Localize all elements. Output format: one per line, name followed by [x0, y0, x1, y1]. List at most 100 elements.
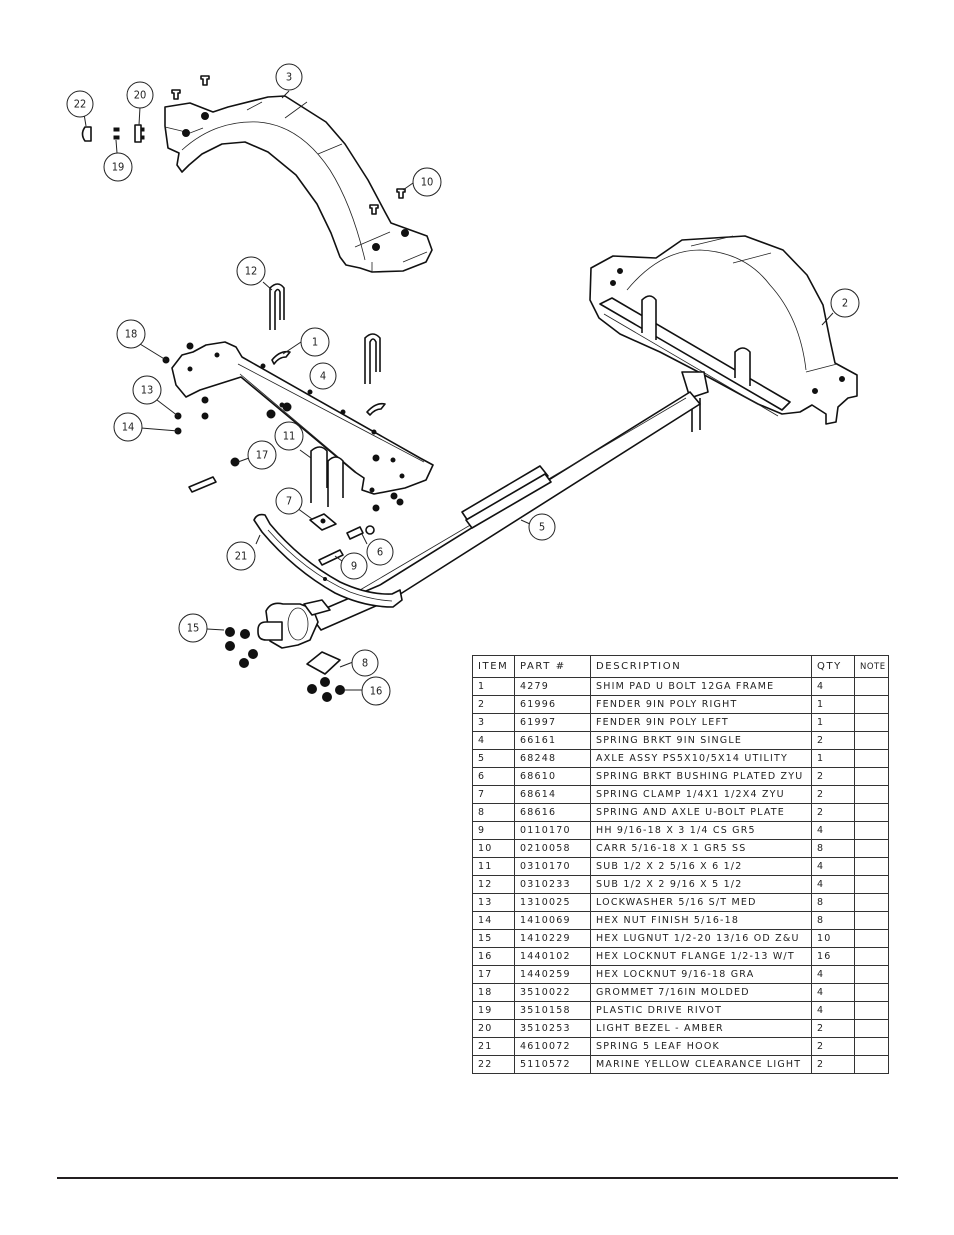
svg-text:17: 17 — [256, 449, 269, 462]
cell-qty: 4 — [811, 821, 855, 840]
cell-note — [854, 965, 889, 984]
cell-part-number: 68610 — [514, 767, 591, 786]
svg-text:7: 7 — [286, 495, 292, 508]
balloon-8: 8 — [351, 649, 379, 677]
cell-description: GROMMET 7/16IN MOLDED — [590, 983, 812, 1002]
cell-note — [854, 911, 889, 930]
cell-item: 4 — [472, 731, 515, 750]
fender-left-part — [164, 95, 433, 273]
header-description: DESCRIPTION — [590, 655, 812, 678]
svg-text:20: 20 — [134, 89, 147, 102]
cell-part-number: 3510158 — [514, 1001, 591, 1020]
svg-text:10: 10 — [421, 176, 434, 189]
balloon-19: 19 — [103, 152, 133, 182]
svg-text:9: 9 — [351, 560, 357, 573]
balloon-17: 17 — [247, 440, 277, 470]
header-item: ITEM — [472, 655, 515, 678]
cell-description: HEX LOCKNUT FLANGE 1/2-13 W/T — [590, 947, 812, 966]
cell-item: 8 — [472, 803, 515, 822]
cell-description: PLASTIC DRIVE RIVOT — [590, 1001, 812, 1020]
cell-note — [854, 875, 889, 894]
cell-qty: 4 — [811, 677, 855, 696]
cell-part-number: 66161 — [514, 731, 591, 750]
cell-item: 9 — [472, 821, 515, 840]
svg-text:22: 22 — [74, 98, 87, 111]
cell-description: LOCKWASHER 5/16 S/T MED — [590, 893, 812, 912]
cell-description: SPRING CLAMP 1/4X1 1/2X4 ZYU — [590, 785, 812, 804]
cell-note — [854, 821, 889, 840]
balloon-12: 12 — [236, 256, 266, 286]
cell-note — [854, 785, 889, 804]
cell-part-number: 68248 — [514, 749, 591, 768]
svg-text:4: 4 — [320, 370, 326, 383]
bom-header-row: ITEM PART # DESCRIPTION QTY NOTE — [472, 655, 889, 678]
cell-qty: 4 — [811, 983, 855, 1002]
svg-text:5: 5 — [539, 521, 545, 534]
balloon-4: 4 — [309, 362, 337, 390]
cell-description: LIGHT BEZEL - AMBER — [590, 1019, 812, 1038]
cell-description: MARINE YELLOW CLEARANCE LIGHT — [590, 1055, 812, 1074]
balloon-3: 3 — [275, 63, 303, 91]
cell-part-number: 68614 — [514, 785, 591, 804]
cell-qty: 2 — [811, 767, 855, 786]
cell-description: HH 9/16-18 X 3 1/4 CS GR5 — [590, 821, 812, 840]
u-bolts — [269, 283, 381, 507]
cell-item: 2 — [472, 695, 515, 714]
svg-text:13: 13 — [141, 384, 154, 397]
cell-item: 22 — [472, 1055, 515, 1074]
cell-item: 13 — [472, 893, 515, 912]
balloon-7: 7 — [275, 487, 303, 515]
cell-item: 10 — [472, 839, 515, 858]
balloon-15: 15 — [178, 613, 208, 643]
axle-part — [257, 391, 701, 649]
svg-text:12: 12 — [245, 265, 258, 278]
cell-part-number: 0310233 — [514, 875, 591, 894]
svg-text:14: 14 — [122, 421, 135, 434]
balloon-13: 13 — [132, 375, 162, 405]
cell-item: 5 — [472, 749, 515, 768]
cell-note — [854, 713, 889, 732]
cell-qty: 1 — [811, 749, 855, 768]
cell-description: SPRING BRKT 9IN SINGLE — [590, 731, 812, 750]
cell-note — [854, 749, 889, 768]
cell-note — [854, 803, 889, 822]
cell-qty: 2 — [811, 1019, 855, 1038]
cell-part-number: 0310170 — [514, 857, 591, 876]
cell-description: SHIM PAD U BOLT 12GA FRAME — [590, 677, 812, 696]
cell-part-number: 4610072 — [514, 1037, 591, 1056]
svg-text:3: 3 — [286, 71, 292, 84]
cell-note — [854, 983, 889, 1002]
cell-part-number: 61997 — [514, 713, 591, 732]
cell-qty: 10 — [811, 929, 855, 948]
svg-text:11: 11 — [283, 430, 296, 443]
cell-part-number: 3510253 — [514, 1019, 591, 1038]
cell-qty: 8 — [811, 839, 855, 858]
cell-item: 7 — [472, 785, 515, 804]
cell-item: 21 — [472, 1037, 515, 1056]
balloon-18: 18 — [116, 319, 146, 349]
cell-qty: 1 — [811, 695, 855, 714]
cell-note — [854, 1037, 889, 1056]
clearance-light-parts — [81, 124, 145, 143]
carriage-bolts — [171, 75, 406, 215]
cell-part-number: 4279 — [514, 677, 591, 696]
cell-part-number: 1310025 — [514, 893, 591, 912]
cell-qty: 8 — [811, 893, 855, 912]
cell-description: CARR 5/16-18 X 1 GR5 SS — [590, 839, 812, 858]
cell-item: 15 — [472, 929, 515, 948]
svg-text:2: 2 — [842, 297, 848, 310]
